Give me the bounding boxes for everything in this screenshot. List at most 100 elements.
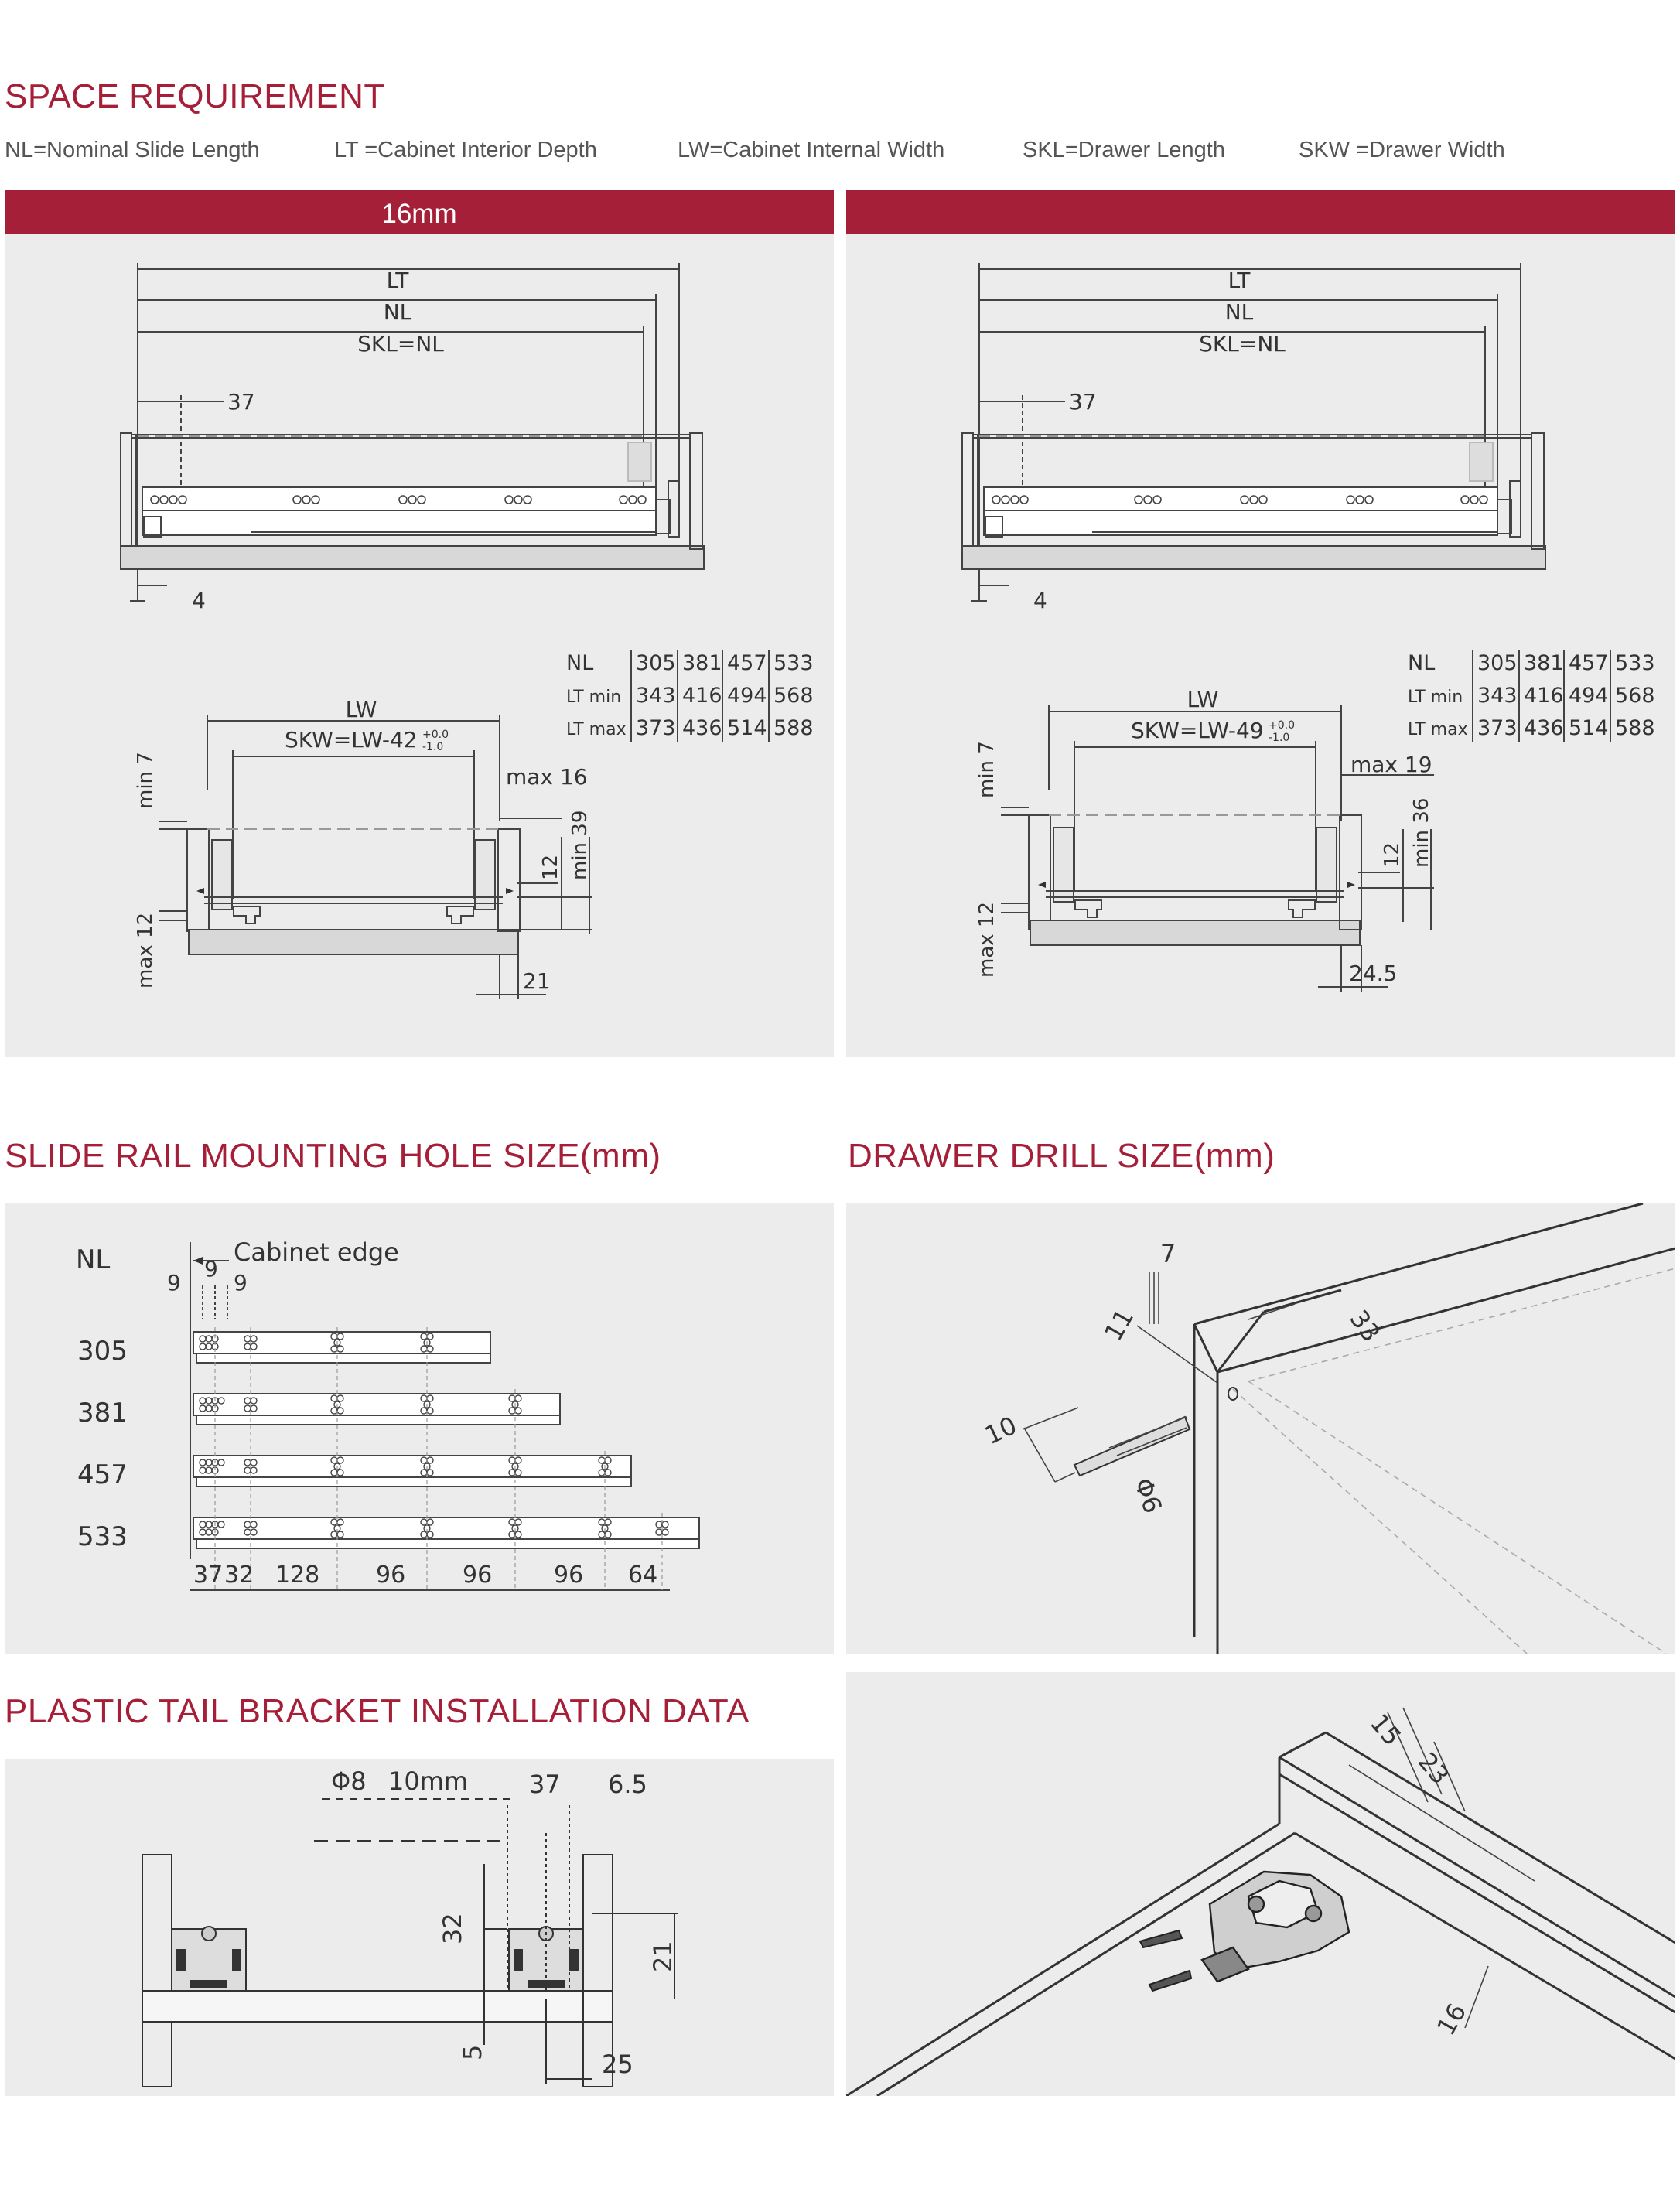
drawer-drill-drawing: 7 11 33 10 Φ6 xyxy=(980,1203,1675,1654)
table-cell: 436 xyxy=(1524,716,1564,740)
table-cell: 568 xyxy=(773,684,814,708)
table-cell: 514 xyxy=(727,716,767,740)
rail-length-label: 457 xyxy=(77,1459,128,1490)
table-cell: LT min xyxy=(1408,688,1463,707)
hole-dim: 64 xyxy=(628,1562,657,1589)
nl-label: NL xyxy=(1225,299,1254,325)
lt-label: LT xyxy=(387,268,410,293)
rail-length-label: 305 xyxy=(77,1336,128,1367)
table-cell: 416 xyxy=(1524,684,1564,708)
space-requirement-panel-right: LT NL SKL=NL 37 4 NL 305 381 457 533 LT … xyxy=(846,234,1675,1057)
table-cell: 514 xyxy=(1569,716,1609,740)
tol-down: -1.0 xyxy=(1269,732,1289,744)
nl-lt-table: NL 305 381 457 533 LT min 343 416 494 56… xyxy=(1408,651,1655,740)
legend-skw: SKW =Drawer Width xyxy=(1299,138,1505,162)
rail-457: 457 xyxy=(77,1455,632,1490)
slide-rail-drawing: NL Cabinet edge 9 9 9 305 381 45 xyxy=(76,1237,700,1591)
rail-533: 533 xyxy=(77,1517,700,1552)
dim-32: 32 xyxy=(438,1913,467,1944)
dim-25: 25 xyxy=(602,2050,633,2079)
table-cell: 373 xyxy=(636,716,676,740)
max-side-gap: max 16 xyxy=(506,764,588,790)
max-12-label: max 12 xyxy=(975,902,999,978)
side-and-section-drawing-left: LT NL SKL=NL 37 4 NL 305 381 457 533 LT … xyxy=(120,263,814,999)
tail-bracket-panel: Φ8 10mm 37 6.5 32 21 5 25 xyxy=(5,1759,834,2096)
hole-dim: 96 xyxy=(463,1562,492,1589)
skl-label: SKL=NL xyxy=(357,331,444,357)
lw-label: LW xyxy=(346,697,377,722)
dim-6-5: 6.5 xyxy=(608,1770,647,1799)
table-cell: 494 xyxy=(727,684,767,708)
tol-down: -1.0 xyxy=(422,741,443,753)
slide-rail-panel: NL Cabinet edge 9 9 9 305 381 45 xyxy=(5,1203,834,1654)
dim-37: 37 xyxy=(227,389,255,415)
hole-depth: 10mm xyxy=(388,1767,468,1796)
dim-21: 21 xyxy=(648,1941,678,1972)
min-height-label: min 39 xyxy=(569,811,592,880)
drawer-drill-panel: 7 11 33 10 Φ6 xyxy=(846,1203,1675,1654)
table-cell: 457 xyxy=(1569,651,1609,675)
skl-label: SKL=NL xyxy=(1199,331,1286,357)
legend-lw: LW=Cabinet Internal Width xyxy=(678,138,945,162)
max-side-gap: max 19 xyxy=(1350,752,1432,777)
dim-7: 7 xyxy=(1160,1239,1176,1268)
section-bar-16mm: 16mm xyxy=(5,190,834,234)
abbreviation-legend: NL=Nominal Slide Length LT =Cabinet Inte… xyxy=(5,138,1675,169)
skw-label: SKW=LW-42 xyxy=(285,727,418,753)
table-cell: LT max xyxy=(566,720,627,739)
lw-label: LW xyxy=(1187,687,1219,712)
rail-381: 381 xyxy=(77,1393,561,1429)
bracket-mount-drawing: 15 23 16 xyxy=(846,1707,1675,2096)
dim-12: 12 xyxy=(1381,842,1404,868)
hole-dim: 128 xyxy=(275,1562,319,1589)
legend-skl: SKL=Drawer Length xyxy=(1023,138,1225,162)
space-requirement-panel-left: LT NL SKL=NL 37 4 NL 305 381 457 533 LT … xyxy=(5,234,834,1057)
dim-37: 37 xyxy=(529,1770,561,1799)
table-cell: NL xyxy=(1408,651,1435,675)
slide-rail-heading: SLIDE RAIL MOUNTING HOLE SIZE(mm) xyxy=(5,1137,661,1175)
table-cell: 381 xyxy=(682,651,722,675)
dim-bottom: 21 xyxy=(523,968,551,994)
table-cell: LT min xyxy=(566,688,621,707)
hole-dim: 37 xyxy=(193,1562,223,1589)
dim-bottom: 24.5 xyxy=(1349,961,1397,986)
dim-9c: 9 xyxy=(234,1270,248,1295)
table-cell: LT max xyxy=(1408,720,1468,739)
cabinet-edge-label: Cabinet edge xyxy=(234,1237,399,1267)
lt-label: LT xyxy=(1228,268,1251,293)
table-cell: 343 xyxy=(1477,684,1518,708)
table-cell: 436 xyxy=(682,716,722,740)
nl-label: NL xyxy=(384,299,412,325)
table-cell: 588 xyxy=(1615,716,1655,740)
min-height-label: min 36 xyxy=(1410,798,1433,868)
dim-15: 15 xyxy=(1364,1708,1407,1752)
dim-23: 23 xyxy=(1412,1747,1455,1790)
space-requirement-heading: SPACE REQUIREMENT xyxy=(5,77,385,115)
rail-length-label: 381 xyxy=(77,1398,128,1429)
dim-12: 12 xyxy=(539,855,562,880)
nl-lt-table: NL 305 381 457 533 LT min 343 416 494 56… xyxy=(566,651,814,740)
legend-lt: LT =Cabinet Interior Depth xyxy=(334,138,597,162)
dim-9a: 9 xyxy=(167,1270,181,1295)
table-cell: 381 xyxy=(1524,651,1564,675)
section-bar-right xyxy=(846,190,1675,234)
bracket-mount-panel: 15 23 16 xyxy=(846,1672,1675,2096)
skw-label: SKW=LW-49 xyxy=(1131,718,1264,743)
drawer-drill-heading: DRAWER DRILL SIZE(mm) xyxy=(848,1137,1275,1175)
min-7-label: min 7 xyxy=(975,741,999,798)
table-cell: 588 xyxy=(773,716,814,740)
bar-label: 16mm xyxy=(381,199,457,229)
side-and-section-drawing-right: LT NL SKL=NL 37 4 NL 305 381 457 533 LT … xyxy=(961,263,1655,992)
table-cell: 568 xyxy=(1615,684,1655,708)
dim-16: 16 xyxy=(1431,1999,1472,2040)
hole-dim: 32 xyxy=(224,1562,254,1589)
dim-4: 4 xyxy=(1033,588,1047,613)
dim-33: 33 xyxy=(1344,1305,1385,1347)
dim-4: 4 xyxy=(192,588,206,613)
drill-diameter: Φ6 xyxy=(1128,1474,1167,1517)
tol-up: +0.0 xyxy=(422,729,449,741)
dim-10: 10 xyxy=(980,1411,1021,1451)
table-cell: 305 xyxy=(636,651,676,675)
table-cell: 533 xyxy=(1615,651,1655,675)
tail-bracket-heading: PLASTIC TAIL BRACKET INSTALLATION DATA xyxy=(5,1692,750,1730)
